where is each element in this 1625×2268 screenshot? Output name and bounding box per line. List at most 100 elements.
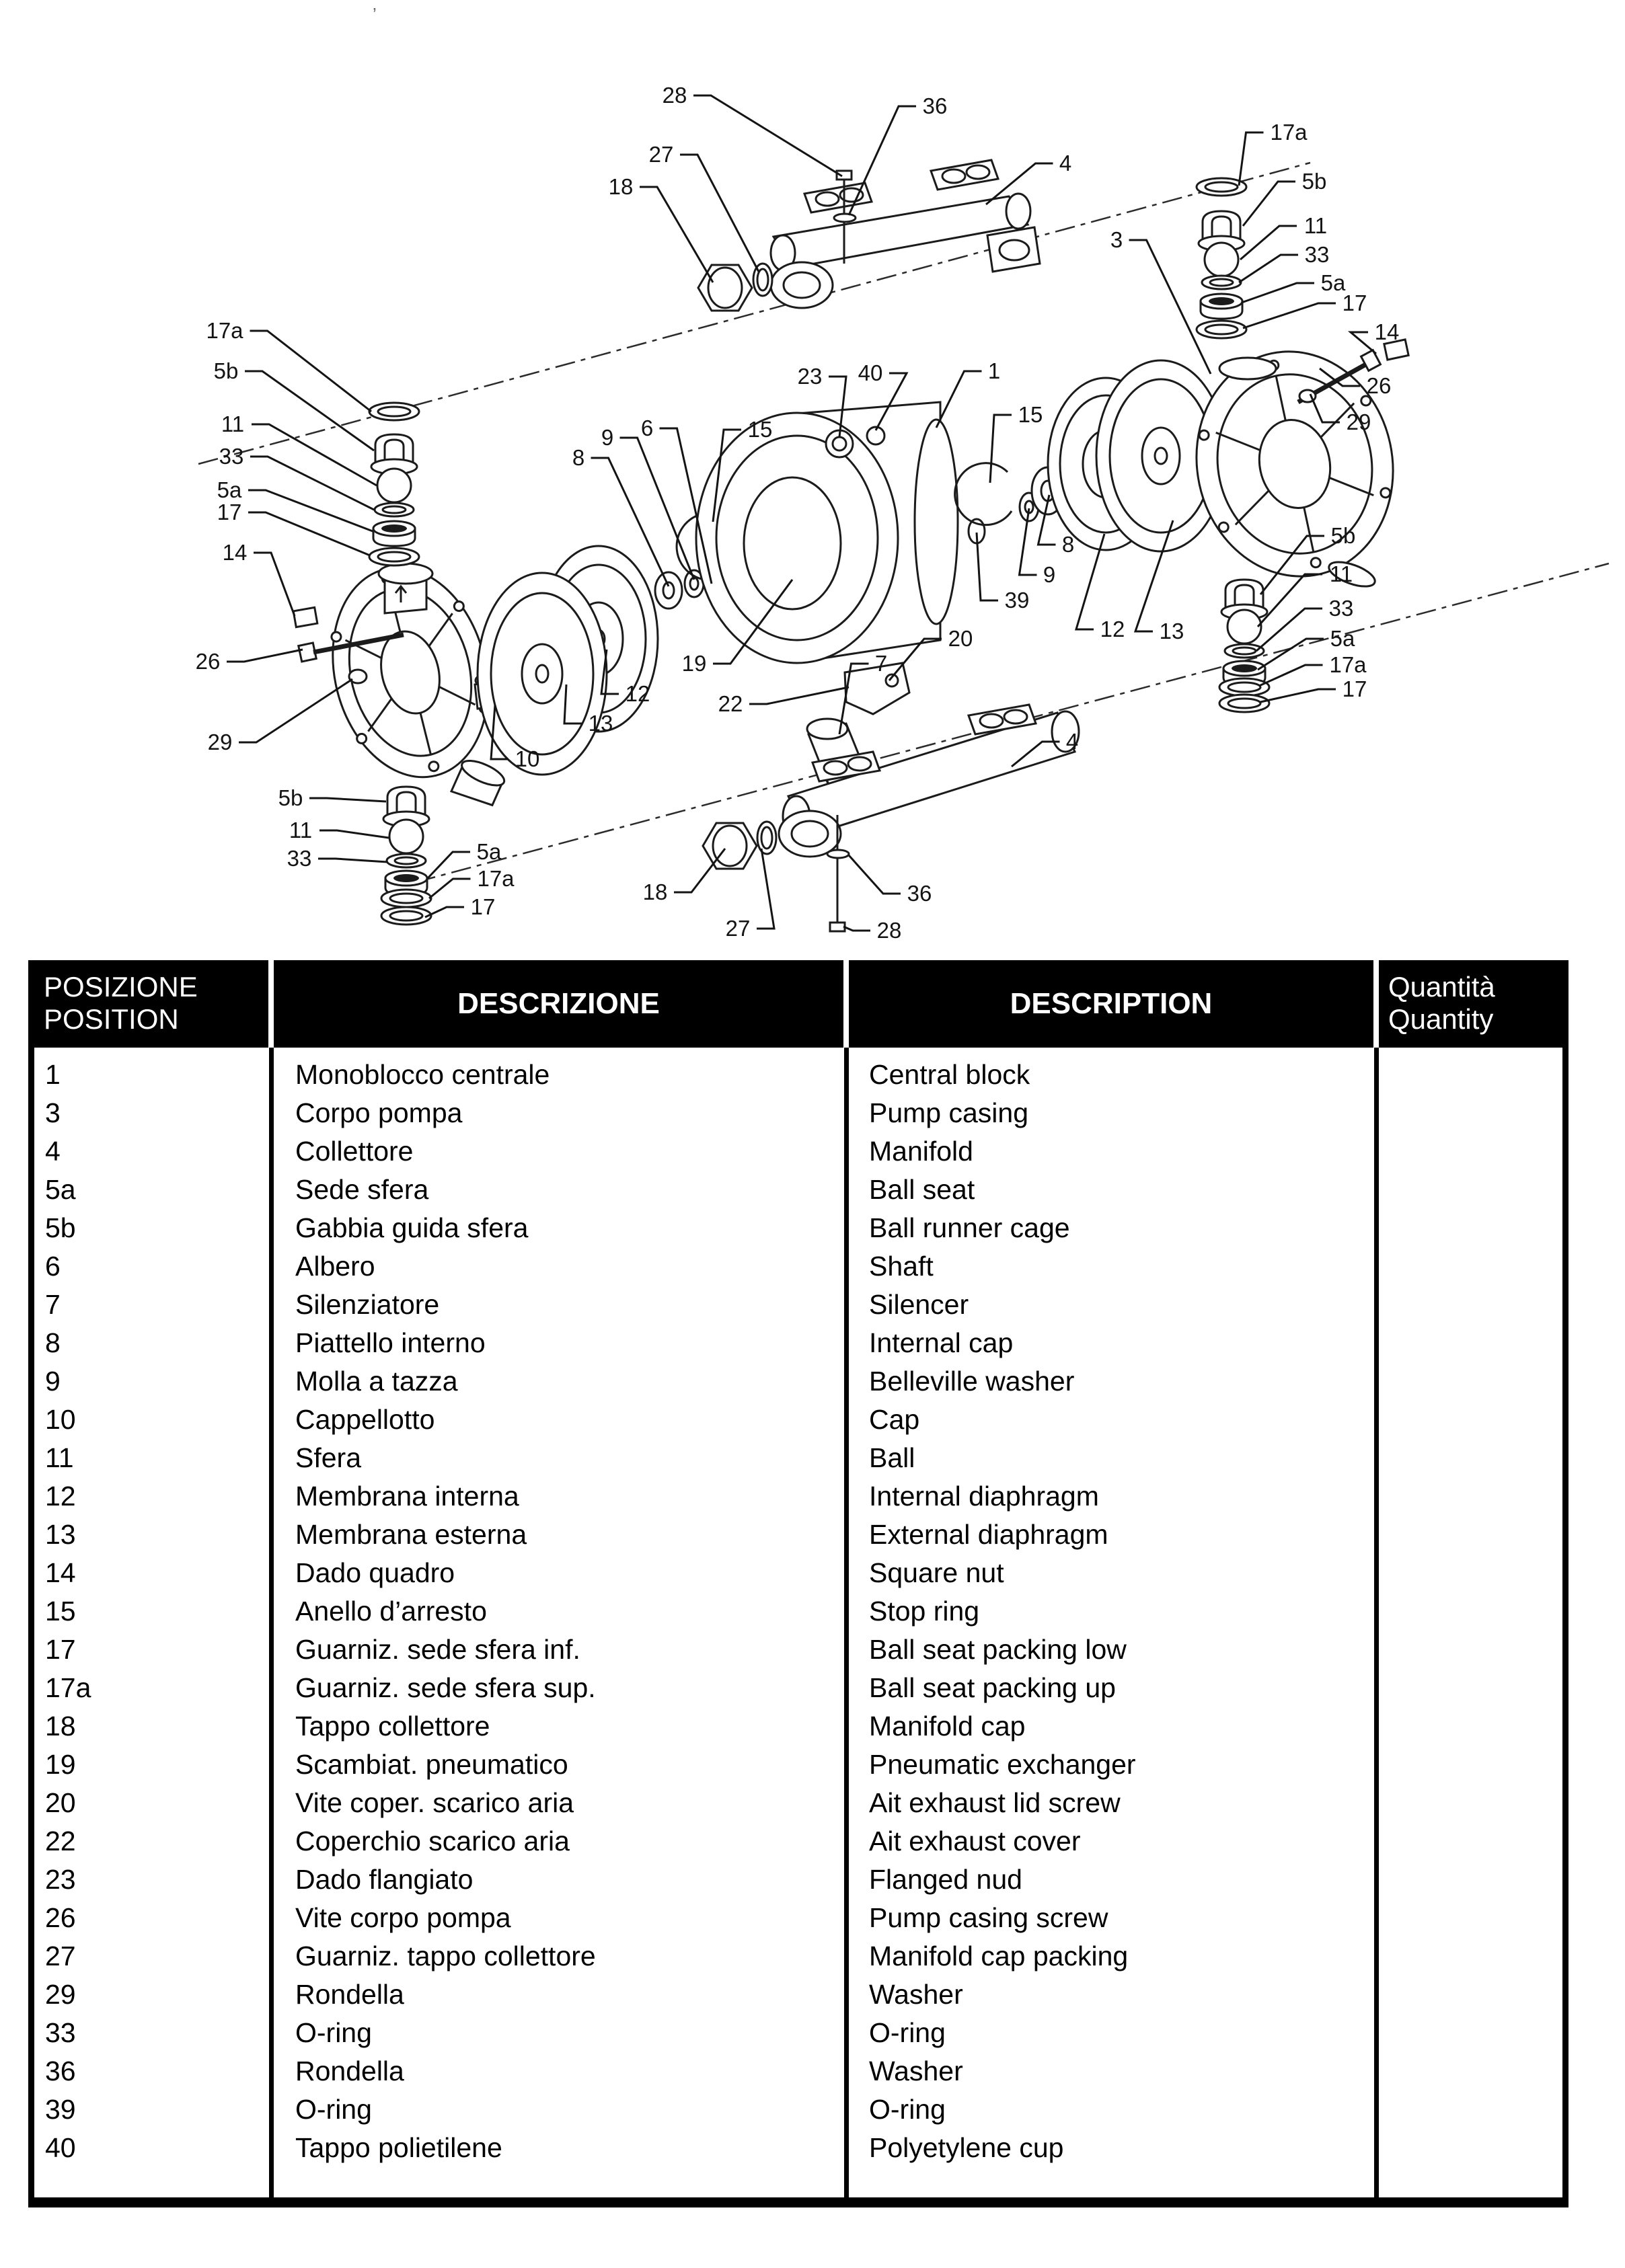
callout-label-17: 17 — [471, 894, 496, 919]
callout-label-5a: 5a — [1330, 626, 1355, 651]
callout-label-28: 28 — [663, 83, 687, 108]
callout-label-5a: 5a — [477, 839, 502, 864]
callout-leader-17 — [1260, 688, 1336, 703]
cell-position: 40 — [34, 2129, 274, 2167]
stop-ring-right — [954, 462, 1013, 526]
cell-description-it: Piattello interno — [274, 1324, 849, 1362]
callout-label-36: 36 — [923, 93, 948, 118]
callout-leader-6 — [659, 427, 713, 584]
cell-description-it: Anello d’arresto — [274, 1592, 849, 1631]
cell-description-it: Sede sfera — [274, 1171, 849, 1209]
callout-leader-5a — [248, 489, 373, 533]
cell-quantity — [1379, 1976, 1562, 2014]
table-row: 13 Membrana esterna External diaphragm — [34, 1516, 1562, 1554]
cell-description-it: Vite coper. scarico aria — [274, 1784, 849, 1822]
callout-leader-1 — [935, 370, 982, 428]
cell-position: 7 — [34, 1286, 274, 1324]
valve-stack-right-upper — [1195, 177, 1248, 340]
cell-description-en: Polyetylene cup — [849, 2129, 1379, 2167]
callout-label-18: 18 — [643, 879, 668, 904]
cell-description-it: Membrana esterna — [274, 1516, 849, 1554]
callout-label-12: 12 — [626, 681, 650, 706]
callout-label-26: 26 — [196, 649, 221, 674]
cell-quantity — [1379, 1516, 1562, 1554]
cell-description-en: Internal cap — [849, 1324, 1379, 1362]
cell-description-en: O-ring — [849, 2014, 1379, 2052]
table-row: 10 Cappellotto Cap — [34, 1401, 1562, 1439]
cell-position: 9 — [34, 1362, 274, 1401]
callout-label-9: 9 — [1043, 562, 1055, 587]
callout-leader-36 — [847, 105, 916, 216]
table-row: 5b Gabbia guida sfera Ball runner cage — [34, 1209, 1562, 1247]
callout-leader-33 — [250, 455, 375, 511]
callout-leader-33 — [318, 857, 388, 863]
callout-label-11: 11 — [1304, 213, 1327, 238]
callout-label-11: 11 — [1330, 561, 1353, 586]
cell-description-en: Ait exhaust lid screw — [849, 1784, 1379, 1822]
cell-description-en: Pump casing — [849, 1094, 1379, 1132]
callout-label-13: 13 — [589, 711, 613, 736]
header-description-en: DESCRIPTION — [849, 960, 1379, 1048]
callout-leader-39 — [975, 532, 998, 602]
callout-label-28: 28 — [877, 918, 902, 943]
callout-label-27: 27 — [726, 916, 751, 941]
cell-position: 1 — [34, 1056, 274, 1094]
callout-leader-5a — [1241, 282, 1314, 304]
callout-label-17: 17 — [1343, 676, 1367, 701]
callout-label-33: 33 — [1329, 596, 1354, 621]
square-nut-left — [292, 606, 319, 629]
table-row: 19 Scambiat. pneumatico Pneumatic exchan… — [34, 1746, 1562, 1784]
cell-description-en: Pump casing screw — [849, 1899, 1379, 1937]
cell-description-it: Guarniz. sede sfera inf. — [274, 1631, 849, 1669]
callout-leader-4 — [1011, 740, 1060, 768]
callout-leader-10 — [490, 704, 508, 760]
parts-table: POSIZIONE POSITION DESCRIZIONE DESCRIPTI… — [28, 960, 1569, 2207]
callout-label-7: 7 — [875, 651, 887, 676]
callout-leader-17a — [250, 329, 372, 413]
callout-label-39: 39 — [1005, 588, 1030, 613]
callout-label-14: 14 — [1375, 319, 1400, 344]
cell-description-en: Stop ring — [849, 1592, 1379, 1631]
callout-label-4: 4 — [1066, 729, 1078, 754]
callout-leader-5b — [1242, 180, 1295, 227]
callout-leader-11 — [252, 423, 377, 487]
callout-label-13: 13 — [1160, 619, 1184, 643]
cell-description-en: Cap — [849, 1401, 1379, 1439]
cell-description-it: Tappo collettore — [274, 1707, 849, 1746]
table-row: 29 Rondella Washer — [34, 1976, 1562, 2014]
air-exhaust-lid-screw — [884, 673, 899, 688]
cell-description-en: Manifold — [849, 1132, 1379, 1171]
callout-label-22: 22 — [718, 691, 743, 716]
cell-description-en: O-ring — [849, 2090, 1379, 2129]
callout-leader-15 — [989, 414, 1012, 483]
callout-leader-26 — [227, 648, 303, 663]
callout-leader-22 — [749, 686, 849, 705]
callout-leader-12 — [1074, 533, 1106, 631]
callout-label-5a: 5a — [1321, 270, 1346, 295]
cell-position: 17a — [34, 1669, 274, 1707]
cell-description-en: Ball runner cage — [849, 1209, 1379, 1247]
callout-leader-14 — [254, 551, 296, 617]
cell-quantity — [1379, 2129, 1562, 2167]
callout-label-15: 15 — [1018, 402, 1043, 427]
table-row: 12 Membrana interna Internal diaphragm — [34, 1477, 1562, 1516]
table-row: 22 Coperchio scarico aria Ait exhaust co… — [34, 1822, 1562, 1861]
callout-label-10: 10 — [515, 746, 540, 771]
header-quantity-en: Quantity — [1388, 1003, 1494, 1035]
cell-position: 20 — [34, 1784, 274, 1822]
callout-leader-7 — [838, 662, 869, 735]
callout-leader-18 — [640, 186, 714, 283]
table-row: 36 Rondella Washer — [34, 2052, 1562, 2090]
callout-leader-5a — [1257, 637, 1324, 671]
callout-label-4: 4 — [1059, 151, 1071, 175]
cell-quantity — [1379, 1631, 1562, 1669]
callout-leader-33 — [1238, 253, 1298, 284]
cell-description-it: Dado flangiato — [274, 1861, 849, 1899]
table-row: 27 Guarniz. tappo collettore Manifold ca… — [34, 1937, 1562, 1976]
callout-label-3: 3 — [1110, 227, 1123, 252]
table-row: 26 Vite corpo pompa Pump casing screw — [34, 1899, 1562, 1937]
table-body: 1 Monoblocco centrale Central block 3 Co… — [34, 1048, 1562, 2167]
callout-label-5b: 5b — [1331, 523, 1356, 548]
cell-quantity — [1379, 1554, 1562, 1592]
cell-quantity — [1379, 2052, 1562, 2090]
